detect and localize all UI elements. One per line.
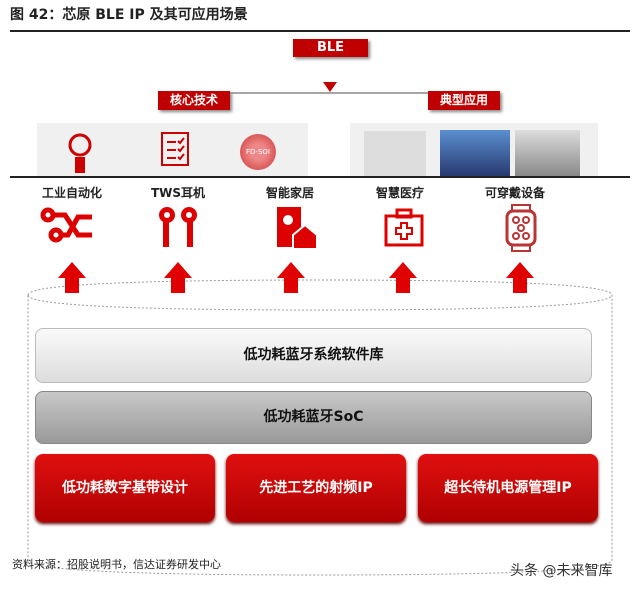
baseband-block: 低功耗数字基带设计 [35, 454, 215, 522]
up-arrow [277, 262, 305, 293]
top-rule [10, 30, 630, 32]
core-tech-panel: FD-SOI [37, 123, 308, 176]
device-photo [364, 131, 426, 176]
home-theater-photo [515, 130, 580, 176]
fd-soi-icon: FD-SOI [240, 134, 276, 170]
watermark: 头条 @未来智库 [510, 563, 613, 579]
up-arrow [506, 262, 534, 293]
app-label: TWS耳机 [150, 186, 206, 200]
power-mgmt-block: 超长待机电源管理IP [418, 454, 598, 522]
smart-home-icon [277, 207, 318, 250]
checklist-icon [161, 132, 189, 166]
up-arrow [58, 262, 86, 293]
soc-layer: 低功耗蓝牙SoC [35, 391, 592, 444]
typical-app-tag: 典型应用 [428, 91, 500, 110]
app-label: 智能家居 [265, 186, 314, 200]
up-arrow [389, 262, 417, 293]
lightbulb-icon [68, 133, 92, 173]
typical-app-panel [350, 123, 598, 176]
app-label: 智慧医疗 [375, 186, 424, 200]
mid-rule [10, 176, 630, 178]
rf-ip-block: 先进工艺的射频IP [226, 454, 406, 522]
up-arrow [164, 262, 192, 293]
source-note: 资料来源：招股说明书，信达证券研发中心 [12, 558, 221, 571]
medical-kit-icon [384, 208, 424, 247]
ble-tag: BLE [293, 39, 368, 57]
app-label: 工业自动化 [41, 186, 102, 200]
earbuds-icon [159, 207, 197, 247]
software-layer: 低功耗蓝牙系统软件库 [35, 328, 592, 383]
circuit-icon [40, 207, 92, 243]
smart-city-photo [440, 130, 510, 176]
core-tech-tag: 核心技术 [158, 91, 230, 110]
platform-cylinder [27, 262, 613, 576]
app-label: 可穿戴设备 [484, 186, 545, 200]
smartwatch-icon [505, 204, 537, 252]
figure-title: 图 42：芯原 BLE IP 及其可应用场景 [10, 7, 248, 23]
